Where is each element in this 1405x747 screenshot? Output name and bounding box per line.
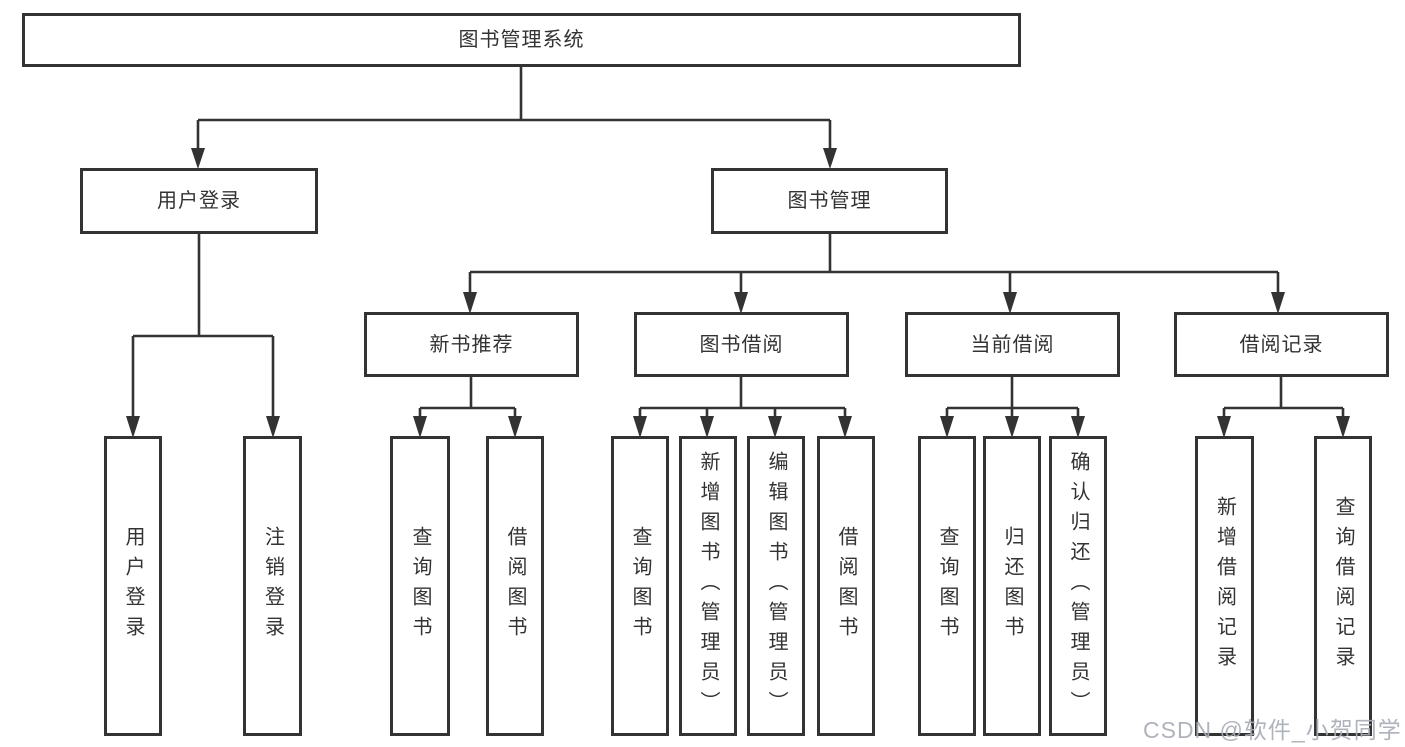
- node-root: 图书管理系统: [22, 13, 1021, 67]
- arrowhead-icon: [1217, 416, 1231, 438]
- arrowhead-icon: [768, 416, 782, 438]
- leaf-confirm-return-admin: 确认归还（管理员）: [1049, 436, 1107, 736]
- arrowhead-icon: [1071, 416, 1085, 438]
- arrowhead-icon: [1271, 292, 1285, 314]
- node-book-management: 图书管理: [711, 168, 948, 234]
- arrowhead-icon: [126, 416, 140, 438]
- leaf-add-book-admin: 新增图书（管理员）: [679, 436, 737, 736]
- leaf-query-borrow-record: 查询借阅记录: [1314, 436, 1372, 736]
- connector-root: [191, 66, 837, 169]
- connector-borrow-records: [1217, 376, 1350, 438]
- leaf-label: 借阅图书: [504, 526, 526, 646]
- connector-current-borrow: [940, 376, 1085, 438]
- leaf-add-borrow-record: 新增借阅记录: [1195, 436, 1254, 736]
- arrowhead-icon: [633, 416, 647, 438]
- arrowhead-icon: [838, 416, 852, 438]
- arrowhead-icon: [191, 148, 205, 169]
- leaf-borrow-books-recommend: 借阅图书: [486, 436, 544, 736]
- leaf-return-book: 归还图书: [983, 436, 1041, 736]
- leaf-label: 归还图书: [1001, 526, 1023, 646]
- connector-user-login: [126, 233, 280, 438]
- leaf-logout: 注销登录: [243, 436, 302, 736]
- leaf-label: 查询借阅记录: [1332, 496, 1354, 676]
- leaf-user-login: 用户登录: [104, 436, 162, 736]
- arrowhead-icon: [266, 416, 280, 438]
- connector-book-management: [463, 233, 1285, 314]
- arrowhead-icon: [1005, 416, 1019, 438]
- leaf-label: 查询图书: [409, 526, 431, 646]
- arrowhead-icon: [1336, 416, 1350, 438]
- leaf-label: 新增图书（管理员）: [697, 451, 719, 721]
- leaf-label: 编辑图书（管理员）: [765, 451, 787, 721]
- leaf-borrow-books-borrow: 借阅图书: [817, 436, 875, 736]
- node-user-login: 用户登录: [80, 168, 318, 234]
- node-borrow-records: 借阅记录: [1174, 312, 1389, 377]
- arrowhead-icon: [1003, 292, 1017, 314]
- leaf-label: 查询图书: [629, 526, 651, 646]
- connector-book-borrow: [633, 376, 852, 438]
- node-current-borrow: 当前借阅: [905, 312, 1120, 377]
- watermark-text: CSDN @软件_小贺同学: [1143, 717, 1402, 743]
- leaf-edit-book-admin: 编辑图书（管理员）: [747, 436, 805, 736]
- arrowhead-icon: [823, 148, 837, 169]
- connector-new-book-recommend: [413, 376, 522, 438]
- leaf-query-books-recommend: 查询图书: [390, 436, 450, 736]
- arrowhead-icon: [413, 416, 427, 438]
- leaf-label: 用户登录: [122, 526, 144, 646]
- leaf-label: 借阅图书: [835, 526, 857, 646]
- leaf-query-books-current: 查询图书: [918, 436, 976, 736]
- leaf-label: 确认归还（管理员）: [1067, 451, 1089, 721]
- leaf-label: 注销登录: [261, 526, 284, 646]
- arrowhead-icon: [463, 292, 477, 314]
- arrowhead-icon: [734, 292, 748, 314]
- node-new-book-recommend: 新书推荐: [364, 312, 579, 377]
- arrowhead-icon: [940, 416, 954, 438]
- leaf-query-books-borrow: 查询图书: [611, 436, 669, 736]
- arrowhead-icon: [508, 416, 522, 438]
- leaf-label: 新增借阅记录: [1213, 496, 1236, 676]
- arrowhead-icon: [700, 416, 714, 438]
- node-book-borrow: 图书借阅: [634, 312, 849, 377]
- leaf-label: 查询图书: [936, 526, 958, 646]
